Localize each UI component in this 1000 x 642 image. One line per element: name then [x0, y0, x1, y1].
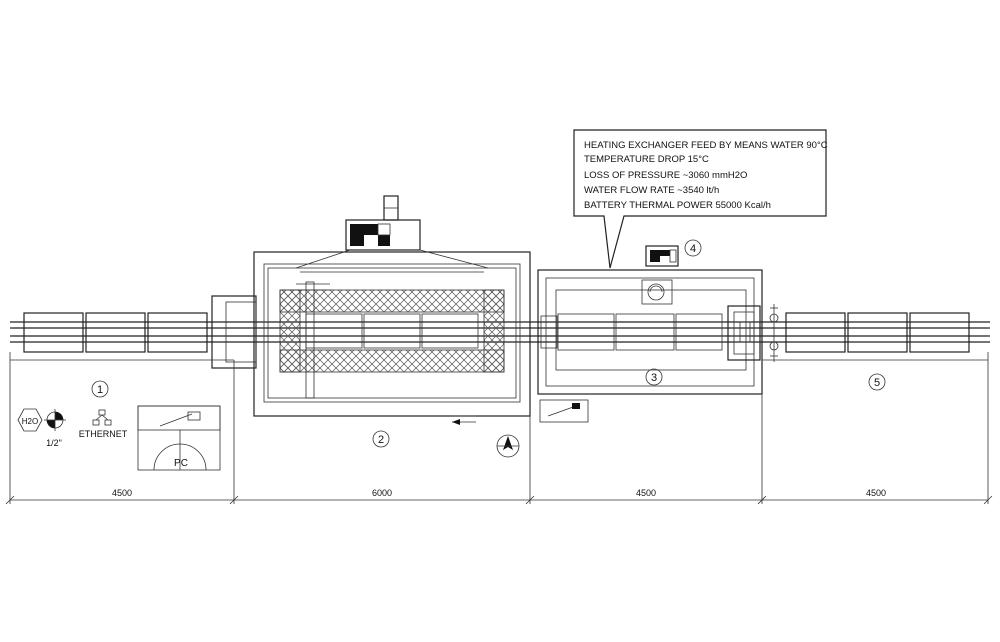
section-dividers: [9, 352, 989, 504]
carriers-section-1: [23, 312, 208, 353]
specification-callout: HEATING EXCHANGER FEED BY MEANS WATER 90…: [573, 129, 828, 269]
ethernet-label: ETHERNET: [79, 429, 128, 439]
tool-icon: [539, 399, 589, 423]
oven-section-2: [211, 195, 531, 425]
section-marker-4: 4: [684, 239, 702, 257]
callout-line-2: TEMPERATURE DROP 15°C: [584, 154, 709, 165]
section-marker-2: 2: [372, 430, 390, 448]
section-marker-1: 1: [91, 380, 109, 398]
dimension-section-1: 4500: [112, 488, 132, 498]
heat-exchanger-section-4: [641, 245, 679, 305]
dimension-section-2: 6000: [372, 488, 392, 498]
compass-icon: [496, 434, 520, 458]
section-marker-3: 3: [645, 368, 663, 386]
callout-line-1: HEATING EXCHANGER FEED BY MEANS WATER 90…: [584, 140, 828, 151]
pipe-fitting-icon: [44, 409, 66, 431]
tunnel-section-3: [537, 269, 779, 395]
section-marker-5: 5: [868, 373, 886, 391]
pc-station-icon: [137, 405, 221, 471]
svg-text:3: 3: [651, 372, 657, 384]
callout-line-4: WATER FLOW RATE ~3540 lt/h: [584, 185, 719, 196]
carriers-section-5: [785, 312, 970, 353]
dimension-line: [5, 495, 993, 505]
pc-label: PC: [174, 458, 188, 469]
water-label: H2O: [22, 417, 38, 426]
water-supply-icon: H2O: [17, 408, 43, 432]
dimension-section-3: 4500: [636, 488, 656, 498]
ethernet-icon: [92, 409, 112, 426]
svg-text:1: 1: [97, 384, 103, 396]
callout-line-5: BATTERY THERMAL POWER 55000 Kcal/h: [584, 200, 771, 211]
pipe-size-label: 1/2": [46, 438, 62, 448]
svg-text:4: 4: [690, 243, 696, 255]
callout-line-3: LOSS OF PRESSURE ~3060 mmH2O: [584, 170, 747, 181]
dimension-section-5: 4500: [866, 488, 886, 498]
svg-text:5: 5: [874, 377, 880, 389]
svg-text:2: 2: [378, 434, 384, 446]
